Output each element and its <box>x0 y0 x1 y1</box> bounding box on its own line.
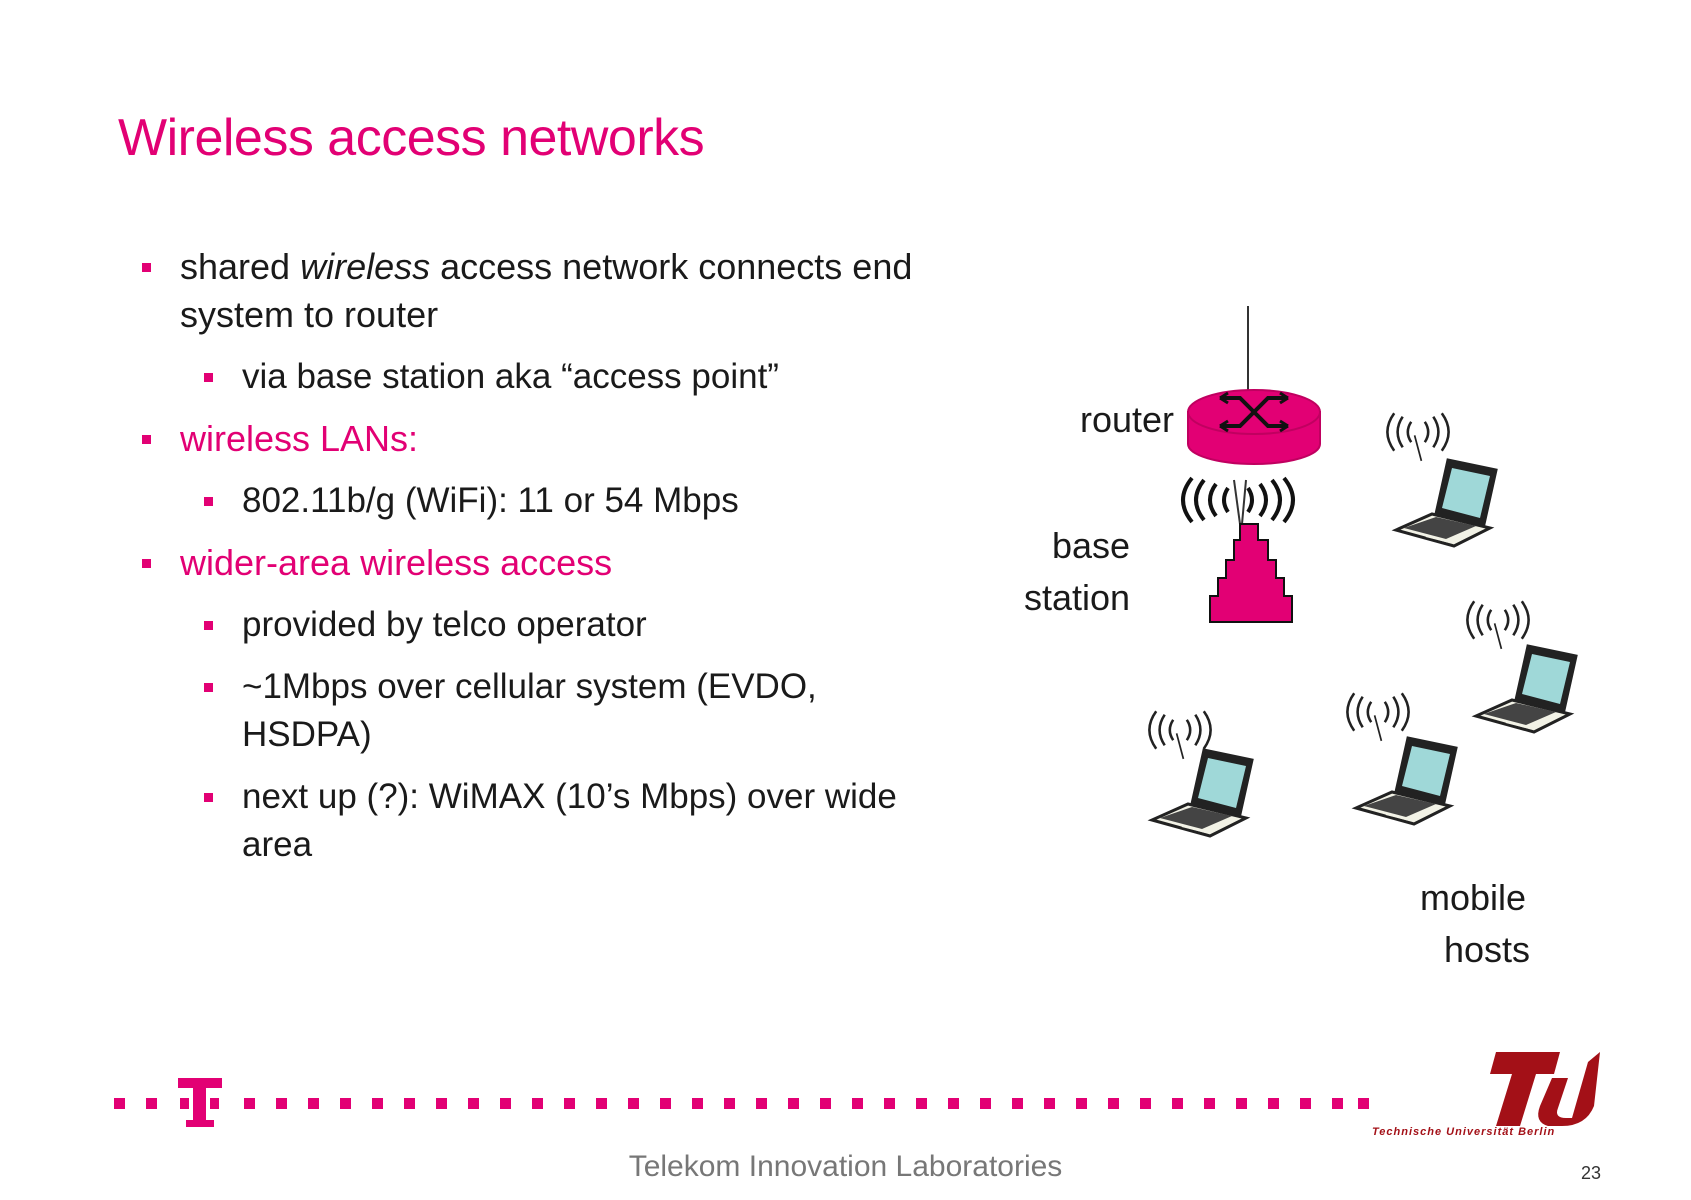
bullet-marker <box>204 621 213 630</box>
laptop-icon <box>1394 458 1498 548</box>
bullet-wider-area: wider-area wireless access <box>140 539 940 587</box>
bullet-marker <box>204 373 213 382</box>
laptop-icon <box>1474 644 1578 734</box>
tu-berlin-caption: Technische Universität Berlin <box>1372 1126 1556 1138</box>
base-station-icon <box>1209 523 1293 623</box>
tu-berlin-side-text: berlin <box>1573 1038 1585 1068</box>
footer-organization: Telekom Innovation Laboratories <box>628 1150 1063 1183</box>
laptop-icon <box>1150 748 1254 838</box>
telekom-dotted-line <box>114 1098 1369 1109</box>
wireless-signal-icon <box>1346 692 1410 743</box>
bullet-shared-wireless: shared wireless access network connects … <box>140 243 940 339</box>
bullet-marker <box>142 559 151 568</box>
base-station-label-line2: station <box>1024 577 1131 618</box>
mobile-hosts-label-line1: mobile <box>1420 877 1527 918</box>
bullet-list: shared wireless access network connects … <box>140 243 940 883</box>
mobile-hosts-label-line2: hosts <box>1444 929 1531 970</box>
page-number: 23 <box>1580 1163 1601 1183</box>
wireless-signal-icon <box>1466 600 1530 651</box>
router-icon <box>1187 389 1321 465</box>
slide-title: Wireless access networks <box>118 109 705 167</box>
bullet-marker <box>204 497 213 506</box>
bullet-marker <box>142 435 151 444</box>
bullet-wireless-lans: wireless LANs: <box>140 415 940 463</box>
bullet-telco: provided by telco operator <box>202 601 940 649</box>
router-label: router <box>1080 399 1175 440</box>
bullet-marker <box>142 263 151 272</box>
bullet-marker <box>204 793 213 802</box>
emphasis-wireless: wireless <box>300 246 431 287</box>
base-station-label-line1: base <box>1052 525 1131 566</box>
base-station-signal-icon <box>1181 476 1295 525</box>
bullet-wifi: 802.11b/g (WiFi): 11 or 54 Mbps <box>202 477 940 525</box>
laptop-icon <box>1354 736 1458 826</box>
bullet-base-station: via base station aka “access point” <box>202 353 940 401</box>
wireless-signal-icon <box>1386 412 1450 463</box>
tu-berlin-logo <box>1490 1052 1600 1126</box>
telekom-t-logo <box>178 1078 222 1127</box>
bullet-wimax: next up (?): WiMAX (10’s Mbps) over wide… <box>202 773 940 869</box>
bullet-marker <box>204 683 213 692</box>
wireless-signal-icon <box>1148 710 1212 761</box>
bullet-cellular: ~1Mbps over cellular system (EVDO, HSDPA… <box>202 663 940 759</box>
